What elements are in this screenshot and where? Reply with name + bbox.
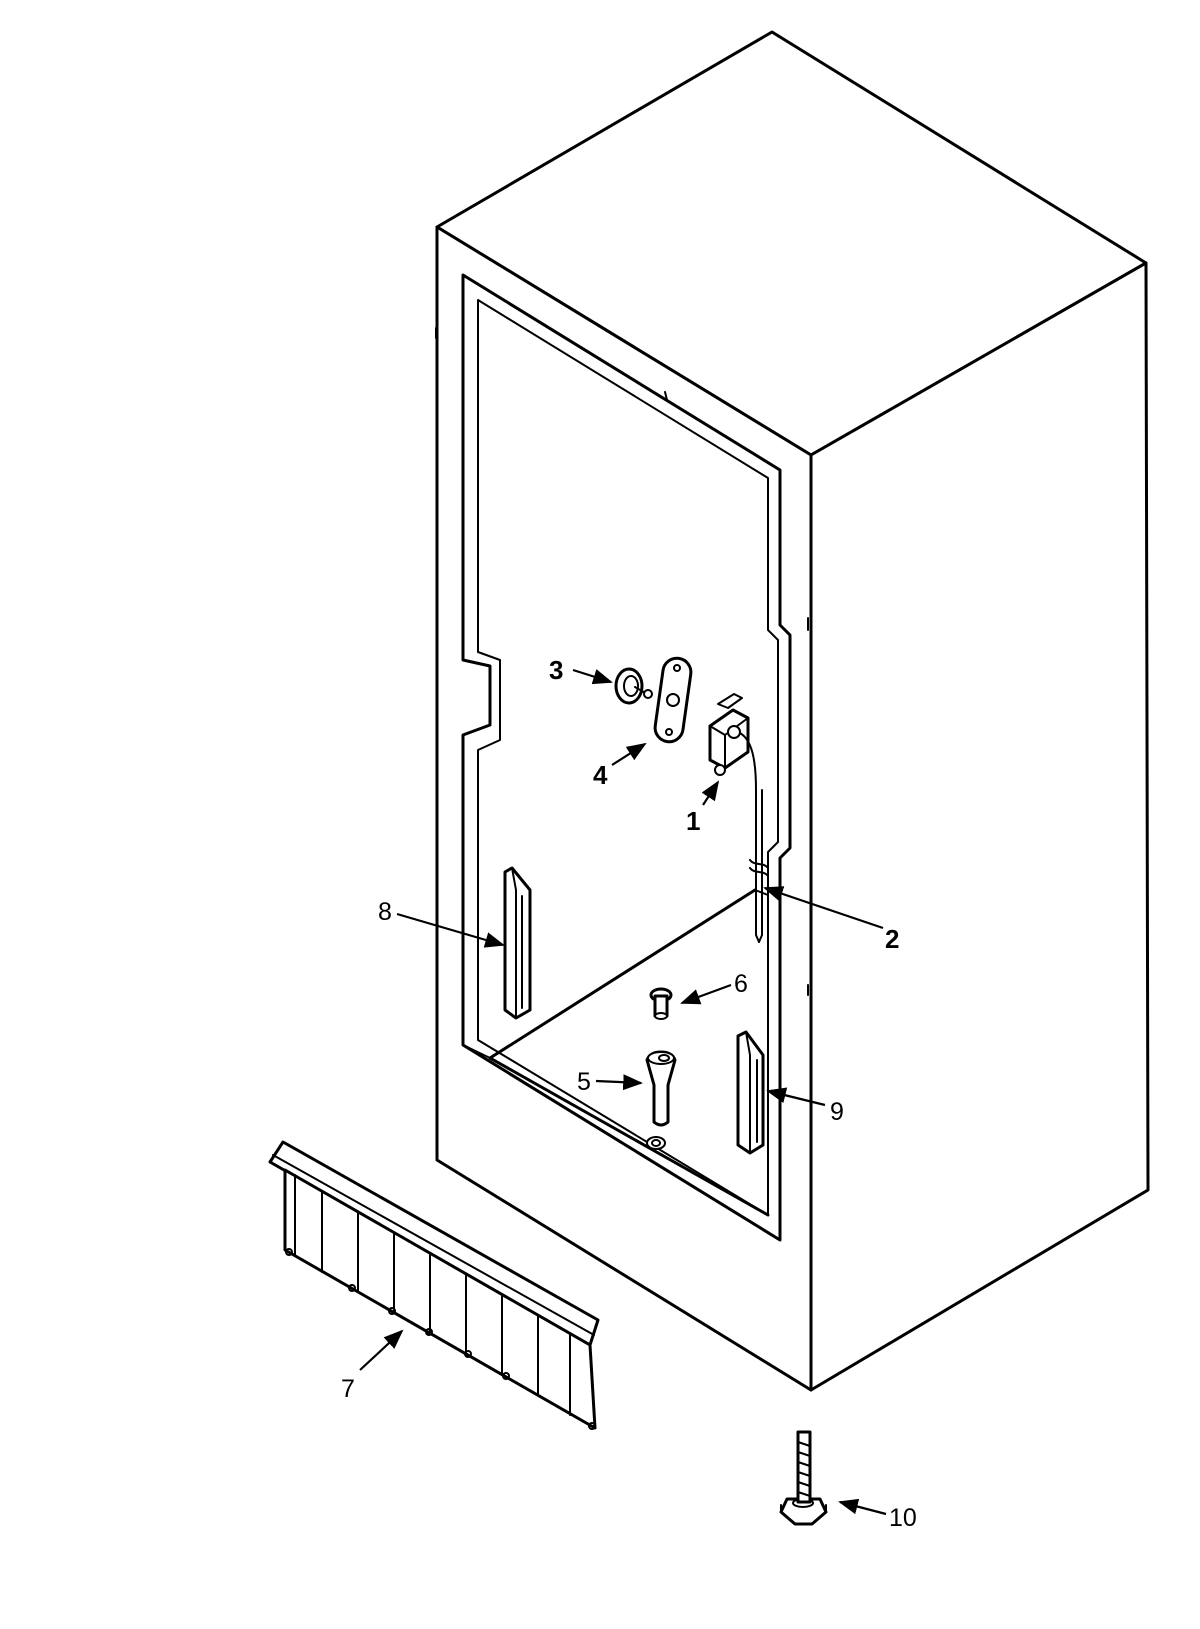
compartment-floor [488, 888, 770, 1217]
arrow-7 [359, 1329, 404, 1371]
arrow-10 [838, 1498, 887, 1516]
leader-arrows [359, 668, 887, 1516]
arrow-9 [766, 1087, 826, 1107]
arrow-5 [595, 1074, 643, 1091]
callout-5: 5 [577, 1068, 591, 1096]
cabinet-side-face [809, 261, 1150, 1392]
refrigerator-cabinet [435, 30, 1150, 1392]
part-10-leveling-leg [779, 1430, 828, 1526]
part-1-thermostat [708, 693, 750, 776]
part-7-toe-grille [268, 1140, 600, 1430]
part-2-capillary-tube [739, 732, 769, 943]
arrow-2 [763, 886, 884, 930]
callout-1: 1 [686, 806, 700, 836]
cabinet-front-frame [435, 225, 813, 1392]
callout-2: 2 [885, 924, 899, 954]
arrow-6 [680, 983, 732, 1005]
arrow-1 [701, 780, 720, 806]
door-opening-edge [461, 273, 792, 1242]
callout-10: 10 [889, 1504, 917, 1532]
arrow-4 [611, 742, 647, 766]
part-6-plug [649, 987, 673, 1020]
callout-6: 6 [734, 970, 748, 998]
callout-3: 3 [549, 655, 563, 685]
callout-9: 9 [830, 1098, 844, 1126]
callout-7: 7 [341, 1375, 355, 1403]
arrow-8 [396, 912, 505, 948]
callout-4: 4 [593, 760, 608, 790]
part-9-rail-right [736, 1030, 765, 1155]
callout-8: 8 [378, 898, 392, 926]
part-5-drain-tube [645, 1050, 677, 1127]
part-8-rail-left [503, 866, 532, 1020]
part-3-knob [614, 667, 653, 705]
arrow-3 [572, 668, 613, 685]
part-4-plate [653, 656, 693, 744]
